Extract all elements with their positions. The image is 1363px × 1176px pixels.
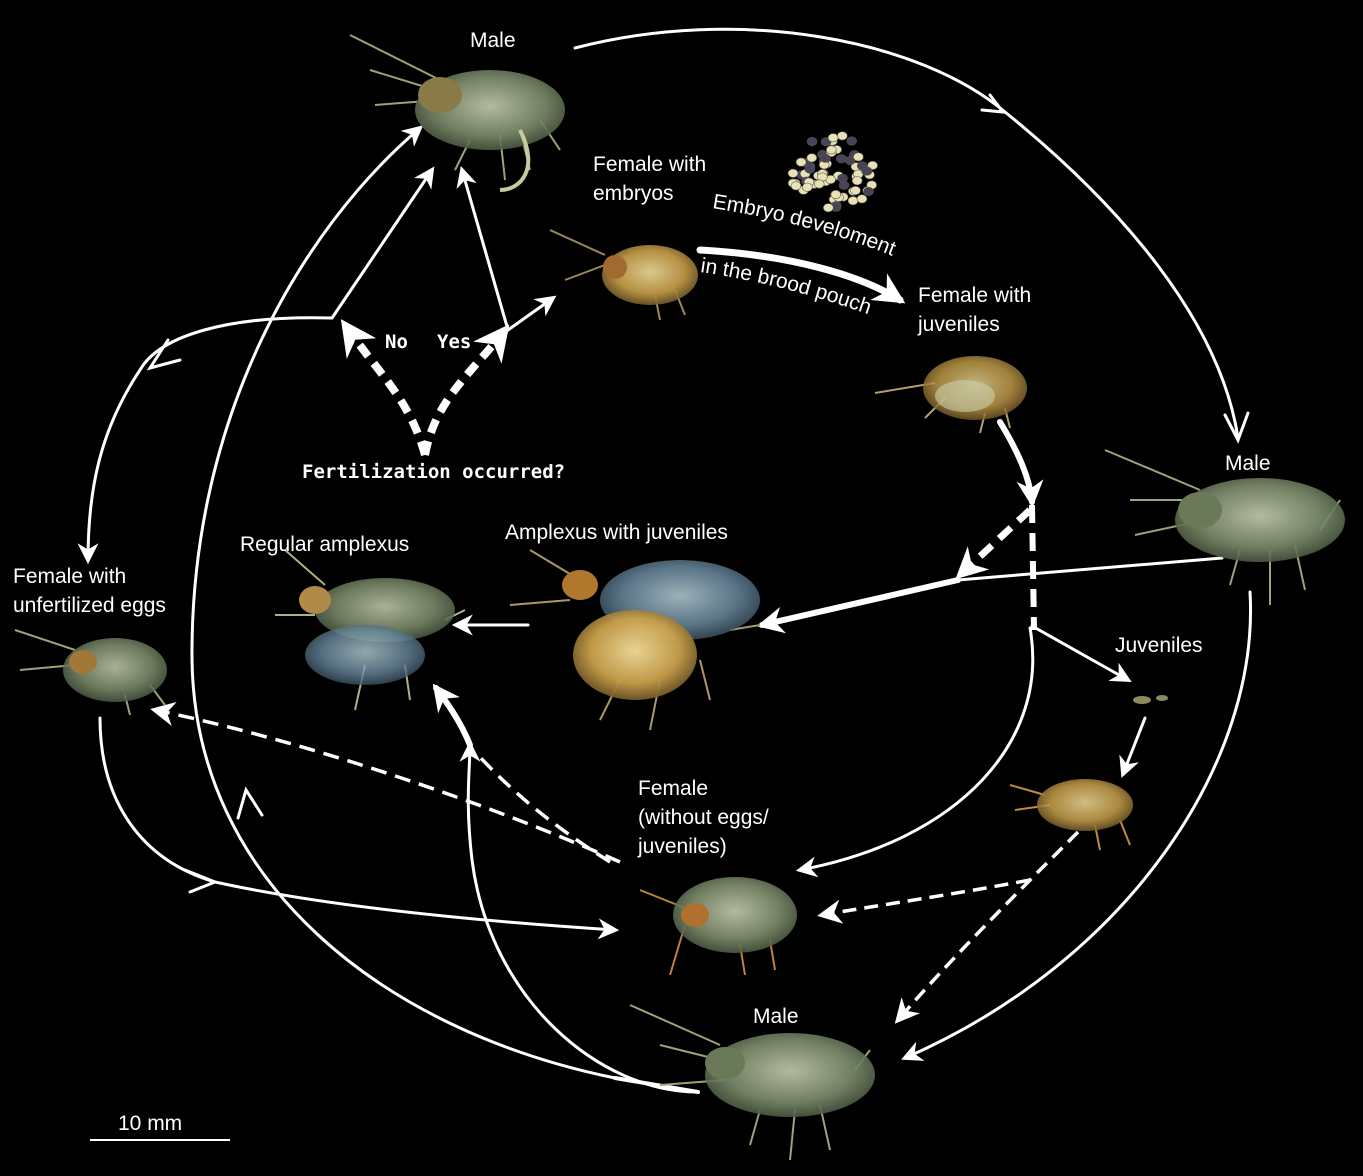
egg <box>795 157 807 167</box>
egg <box>863 186 874 196</box>
label-male-bottom: Male <box>753 1005 799 1028</box>
arrow-male-bottom-inner <box>459 740 700 1094</box>
label-female-embryos-1: Female with <box>593 153 707 176</box>
arrow-male-top-to-male-right <box>573 27 1240 440</box>
label-female-plain-2: (without eggs/ <box>638 806 769 829</box>
regular-amplexus-animal <box>275 549 466 711</box>
label-regular-amplexus: Regular amplexus <box>240 533 410 556</box>
arrow-to-juveniles <box>1030 624 1132 683</box>
arrow-thick-to-amplexus <box>756 577 961 634</box>
dashed-juveniles-to-amplexus <box>955 507 1033 580</box>
embryo-development-label-2: in the brood pouch <box>699 254 874 319</box>
egg <box>823 203 834 213</box>
arrow-juveniles-to-female <box>795 626 1035 878</box>
amplexus-juveniles-animal <box>509 549 761 731</box>
egg <box>802 182 813 192</box>
arrow-left-arc-to-male-top <box>190 125 617 1080</box>
label-male-right: Male <box>1225 452 1271 475</box>
label-amplexus-juveniles: Amplexus with juveniles <box>505 521 728 544</box>
juvenile-grown-animal <box>1009 779 1133 851</box>
arrow-embryo-development <box>696 246 906 304</box>
dashed-juvenile-to-male <box>894 830 1080 1024</box>
egg <box>830 189 842 199</box>
juveniles-animal <box>1133 695 1168 704</box>
dashed-arrows <box>150 319 1080 1024</box>
label-female-plain-3: juveniles) <box>638 835 727 858</box>
female-embryos-animal <box>549 229 698 321</box>
label-female-plain-1: Female <box>638 777 709 800</box>
arrows <box>77 27 1253 1094</box>
egg <box>846 136 858 146</box>
egg-cluster <box>787 131 878 213</box>
egg <box>827 133 839 143</box>
arrow-male-right-to-amplexus <box>956 556 1224 582</box>
label-male-top: Male <box>470 29 516 52</box>
arrow-yes-to-female-embryos <box>506 295 557 332</box>
arrow-juveniles-grow <box>1119 716 1147 778</box>
arrow-no-to-female-unfertilized <box>77 316 334 565</box>
arrowhead-unfertilized-mid <box>183 868 220 894</box>
female-unfertilized-animal <box>14 629 167 716</box>
egg <box>856 161 868 171</box>
egg <box>856 194 868 204</box>
arrow-unfertilized-to-female <box>98 716 620 940</box>
egg <box>820 153 831 163</box>
label-juveniles: Juveniles <box>1115 634 1203 657</box>
arrow-no-to-male-top <box>330 166 435 320</box>
dashed-fertilization-yes <box>421 324 510 456</box>
egg <box>787 168 799 178</box>
label-no: No <box>385 331 408 353</box>
label-female-juveniles-1: Female with <box>918 284 1032 307</box>
dashed-juveniles-vertical <box>1029 504 1037 631</box>
scale-label: 10 mm <box>118 1112 183 1135</box>
egg <box>837 173 848 183</box>
dashed-female-to-regular <box>476 753 611 864</box>
male-right-animal <box>1104 449 1345 605</box>
label-female-unfertilized-2: unfertilized eggs <box>13 594 166 617</box>
arrowhead <box>1223 411 1250 444</box>
egg <box>826 145 837 155</box>
egg <box>806 136 818 146</box>
egg <box>806 153 818 163</box>
dashed-juvenile-to-female <box>817 878 1031 924</box>
arrow-yes-to-male-top <box>456 165 510 332</box>
label-yes: Yes <box>437 331 472 353</box>
male-bottom-animal <box>629 1004 875 1161</box>
egg <box>804 164 816 174</box>
label-fertilization-question: Fertilization occurred? <box>302 461 566 483</box>
arrowhead-left-arc <box>236 786 264 820</box>
arrow-female-to-regular-thick <box>432 683 473 748</box>
egg <box>813 179 825 189</box>
label-female-unfertilized-1: Female with <box>13 565 127 588</box>
egg <box>836 154 847 164</box>
arrowhead-mid <box>980 93 1007 114</box>
male-top-animal <box>349 34 565 192</box>
egg <box>851 176 863 186</box>
arrow-female-juveniles-down <box>997 419 1044 508</box>
label-female-embryos-2: embryos <box>593 182 674 205</box>
egg <box>790 181 802 191</box>
dashed-fertilization-no <box>340 319 429 457</box>
dashed-female-to-unfertilized <box>150 701 621 864</box>
egg <box>850 186 861 195</box>
arrow-male-bottom-line <box>613 1076 700 1094</box>
egg <box>847 196 859 206</box>
egg <box>853 152 864 162</box>
female-plain-animal <box>639 877 797 976</box>
female-juveniles-animal <box>874 356 1027 434</box>
label-female-juveniles-2: juveniles <box>918 313 1000 336</box>
arrow-male-right-to-male-bottom <box>901 590 1253 1061</box>
arrowhead-left-branch <box>146 338 182 371</box>
egg <box>837 131 848 141</box>
